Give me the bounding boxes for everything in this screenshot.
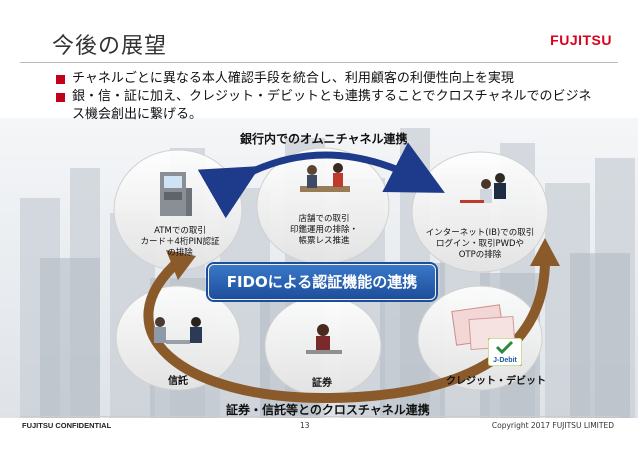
securities-label: 証券 — [312, 378, 332, 389]
bullet-text: チャネルごとに異なる本人確認手段を統合し、利用顧客の利便性向上を実現 — [72, 71, 514, 86]
confidential-label: FUJITSU CONFIDENTIAL — [22, 421, 112, 430]
atm-description: ATMでの取引 カード＋4桁PIN認証 の排除 — [140, 226, 220, 258]
cross-channel-arrow — [143, 255, 550, 404]
footer-divider — [20, 416, 618, 417]
cross-channel-arrow-right-head — [530, 238, 560, 266]
credit-label: クレジット・デビット — [446, 376, 546, 387]
logo-text: FUJITSU — [550, 32, 612, 48]
fido-label-box: FIDOによる認証機能の連携 — [208, 264, 436, 300]
bullet-item: チャネルごとに異なる本人確認手段を統合し、利用顧客の利便性向上を実現 — [54, 70, 594, 88]
laptop-user-icon — [460, 173, 506, 203]
bullet-item: 銀・信・証に加え、クレジット・デビットとも連携することでクロスチャネルでのビジネ… — [54, 88, 594, 124]
bullet-square-icon — [56, 93, 65, 102]
store-description: 店舗での取引 印鑑運用の排除・ 帳票レス推進 — [289, 214, 358, 246]
top-arc-label: 銀行内でのオムニチャネル連携 — [240, 132, 408, 146]
fujitsu-logo: FUJITSU — [550, 32, 612, 48]
copyright-text: Copyright 2017 FUJITSU LIMITED — [491, 421, 614, 430]
meeting-icon — [154, 317, 202, 344]
j-debit-logo: J-Debit — [487, 337, 523, 367]
omnichannel-arrow — [197, 142, 445, 219]
page-title: 今後の展望 — [52, 34, 168, 59]
j-debit-text: J-Debit — [493, 357, 517, 364]
bullet-list: チャネルごとに異なる本人確認手段を統合し、利用顧客の利便性向上を実現 銀・信・証… — [54, 70, 594, 124]
cross-channel-arrow-left-head — [166, 250, 196, 280]
atm-machine-icon — [160, 172, 192, 216]
trust-label: 信託 — [168, 376, 188, 387]
title-divider — [20, 62, 618, 63]
bottom-arc-label: 証券・信託等とのクロスチャネル連携 — [226, 403, 430, 417]
bullet-square-icon — [56, 75, 65, 84]
internet-description: インターネット(IB)での取引 ログイン・取引PWDや OTPの排除 — [425, 228, 535, 260]
bank-counter-icon — [300, 163, 350, 192]
bullet-text: 銀・信・証に加え、クレジット・デビットとも連携することでクロスチャネルでのビジネ… — [72, 89, 592, 122]
trader-icon — [306, 324, 342, 354]
page-number: 13 — [300, 421, 310, 430]
